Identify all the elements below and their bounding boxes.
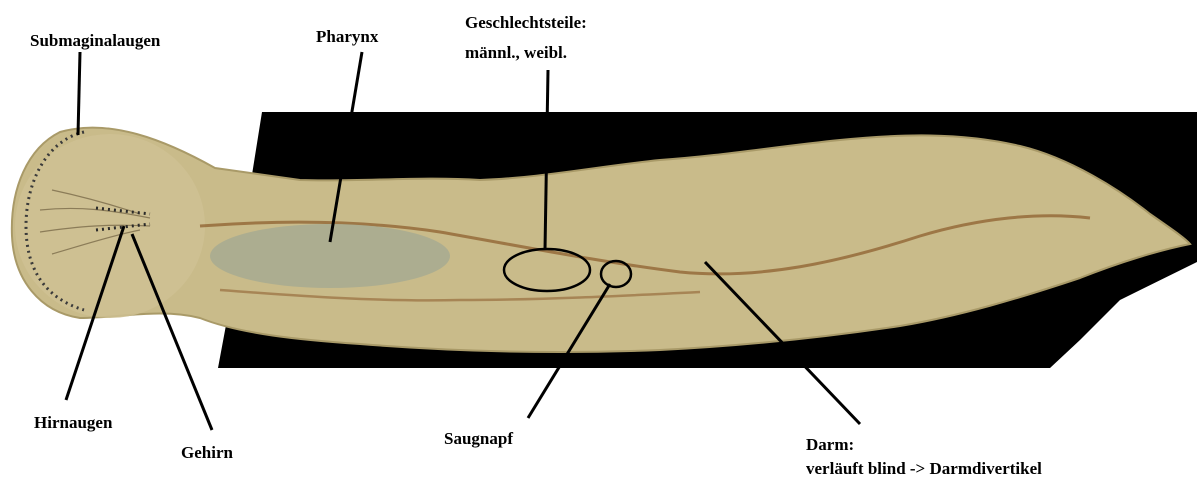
label-saugnapf: Saugnapf [444, 428, 513, 450]
leader-submarginal [78, 52, 80, 135]
label-geschlechtsteile: Geschlechtsteile: [465, 12, 587, 34]
label-maennl-weibl: männl., weibl. [465, 42, 567, 64]
label-submarginalaugen: Submaginalaugen [30, 30, 160, 52]
label-hirnaugen: Hirnaugen [34, 412, 112, 434]
label-darm: Darm: [806, 434, 854, 456]
label-gehirn: Gehirn [181, 442, 233, 464]
label-pharynx: Pharynx [316, 26, 378, 48]
label-darm-description: verläuft blind -> Darmdivertikel [806, 458, 1042, 480]
